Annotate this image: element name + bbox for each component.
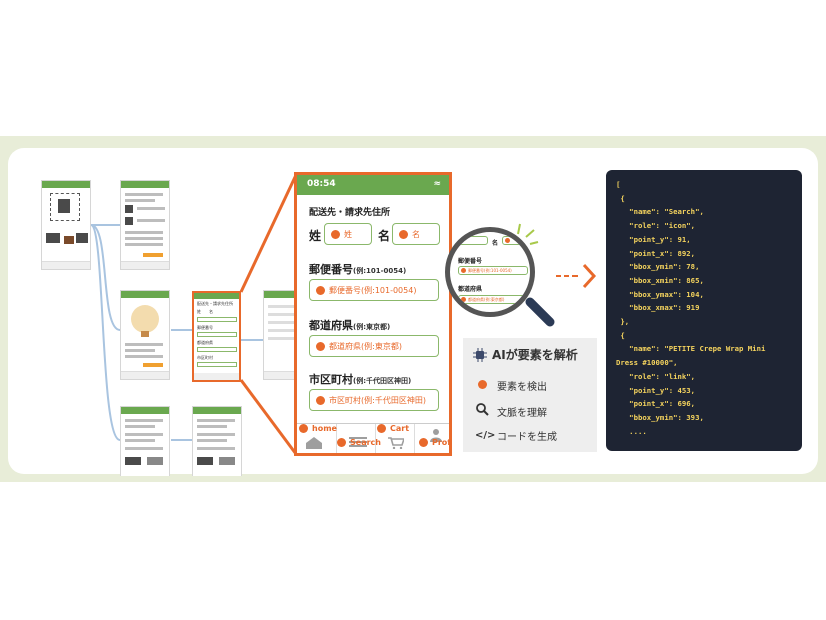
lens-first-label: 名	[492, 240, 499, 247]
zoomed-address-form: 08:54 ≈ 配送先・請求先住所 姓 姓 名 名 郵便番号(例:101-005…	[294, 172, 452, 456]
lens-last-name: 姓	[454, 236, 488, 245]
city-input[interactable]: 市区町村(例:千代田区神田)	[309, 389, 439, 411]
first-name-label: 名	[378, 229, 391, 243]
mini-screen-address-form: 配送先・請求先住所 姓 名 郵便番号 都道府県 市区町村	[192, 291, 241, 382]
lens-first-field	[502, 236, 530, 245]
lens-postal-field: 郵便番号(例:101-0054)	[458, 266, 528, 275]
code-icon: </>	[475, 430, 496, 441]
mini-screen-list	[120, 180, 170, 270]
postal-label: 郵便番号(例:101-0054)	[309, 263, 407, 276]
tab-bar: home Search Cart Profile	[297, 423, 449, 453]
pref-input[interactable]: 都道府県(例:東京都)	[309, 335, 439, 357]
tab-label-home: home	[299, 424, 337, 433]
mini-form-field	[197, 317, 237, 322]
search-icon	[475, 403, 489, 419]
mini-form-field	[197, 362, 237, 367]
wifi-icon: ≈	[433, 179, 441, 189]
mini-form-name-row: 姓 名	[197, 309, 213, 314]
mini-screen-cart	[120, 406, 170, 476]
ai-step-understand: 文脈を理解	[475, 403, 547, 419]
cart-icon	[388, 437, 404, 449]
status-bar: 08:54 ≈	[297, 175, 449, 195]
mini-form-city: 市区町村	[197, 355, 213, 360]
status-time: 08:54	[307, 179, 336, 189]
orange-dot-icon	[475, 379, 489, 392]
tab-profile[interactable]	[415, 424, 449, 453]
json-code: [ { "name": "Search", "role": "icon", "p…	[616, 180, 766, 436]
ai-panel-title: AIが要素を解析	[473, 346, 578, 363]
ai-step-detect: 要素を検出	[475, 378, 547, 393]
magnifier-handle	[517, 223, 555, 327]
pref-label: 都道府県(例:東京都)	[309, 319, 391, 332]
postal-input[interactable]: 郵便番号(例:101-0054)	[309, 279, 439, 301]
lens-pref-field: 都道府県(例:東京都)	[458, 295, 528, 304]
mini-screen-cart-2	[192, 406, 242, 476]
tab-label-profile: Profile	[419, 438, 449, 447]
last-name-label: 姓	[309, 229, 322, 243]
chip-icon	[473, 347, 487, 362]
lens-postal-label: 郵便番号	[458, 258, 483, 265]
last-name-input[interactable]: 姓	[324, 223, 372, 245]
city-label: 市区町村(例:千代田区神田)	[309, 373, 412, 386]
mini-form-field	[197, 332, 237, 337]
tab-home[interactable]	[297, 424, 337, 453]
section-title: 配送先・請求先住所	[309, 208, 391, 218]
mini-form-pref: 都道府県	[197, 340, 213, 345]
mini-screen-product	[41, 180, 91, 270]
tab-label-search: Search	[337, 438, 381, 447]
tab-search[interactable]	[337, 424, 376, 453]
lens-pref-label: 都道府県	[458, 286, 483, 293]
tab-cart[interactable]	[376, 424, 415, 453]
mini-form-title: 配送先・請求先住所	[197, 301, 233, 306]
first-name-input[interactable]: 名	[392, 223, 440, 245]
list-icon	[349, 437, 367, 447]
ai-step-generate: </>コードを生成	[475, 430, 557, 443]
magnifier-lens: 姓 名 郵便番号 郵便番号(例:101-0054) 都道府県 都道府県(例:東京…	[445, 227, 535, 317]
arrow-right-icon	[556, 263, 597, 289]
mini-form-field	[197, 347, 237, 352]
home-icon	[306, 437, 322, 449]
profile-icon	[430, 429, 442, 442]
tab-label-cart: Cart	[377, 424, 409, 433]
mini-form-postal: 郵便番号	[197, 325, 213, 330]
ai-analysis-panel: AIが要素を解析 要素を検出 文脈を理解 </>コードを生成	[463, 338, 597, 452]
json-output-panel: [ { "name": "Search", "role": "icon", "p…	[606, 170, 802, 451]
mini-screen-lamp	[120, 290, 170, 380]
